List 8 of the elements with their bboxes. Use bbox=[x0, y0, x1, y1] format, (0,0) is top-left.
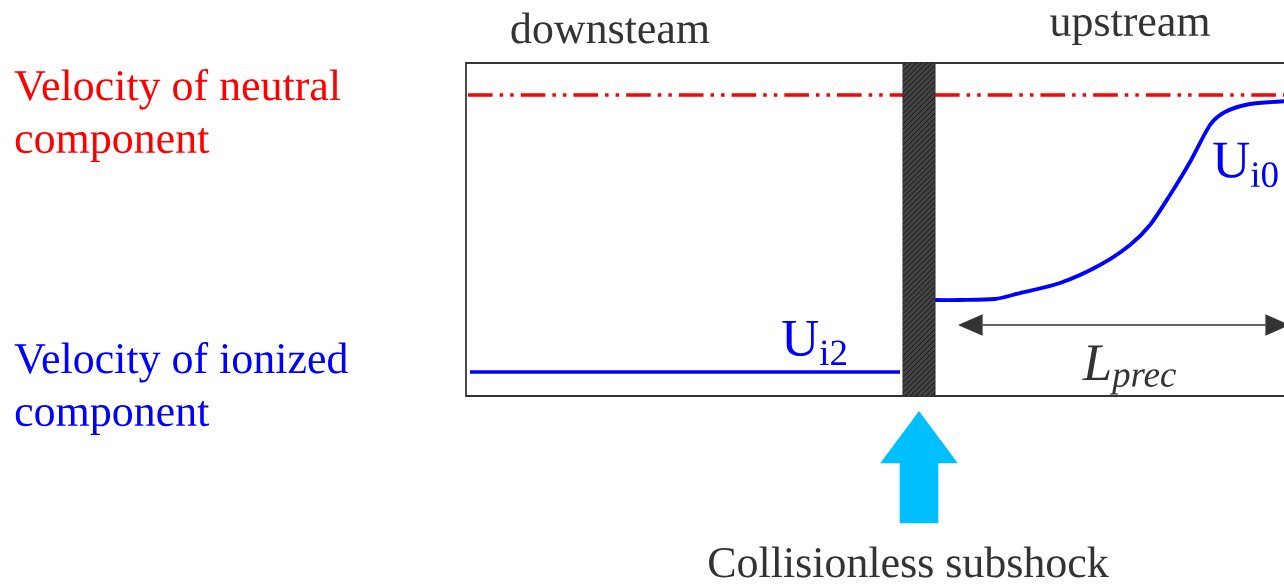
dimension-label: L$_{prec}$ bbox=[1082, 345, 1176, 395]
legend-text: Velocity of neutral component bbox=[14, 69, 341, 163]
curve-label: U$_{i2}$ bbox=[782, 321, 846, 365]
region-label: downsteam bbox=[511, 12, 710, 44]
curve-label: U$_{i0}$ bbox=[1213, 142, 1278, 188]
legend-text: Velocity of ionized component bbox=[14, 342, 348, 436]
caption-text: Collisionless subshock bbox=[709, 546, 1109, 578]
region-label: upstream bbox=[1050, 10, 1210, 46]
